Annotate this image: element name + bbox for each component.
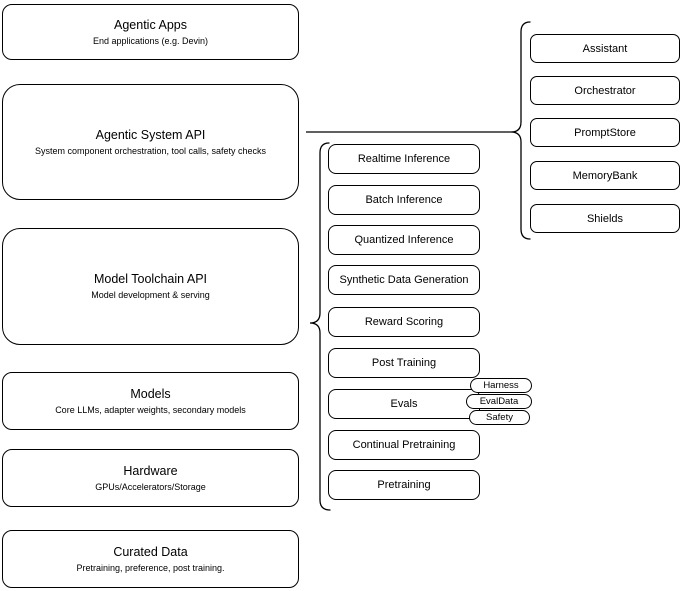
box-subtitle: Pretraining, preference, post training. <box>76 562 225 573</box>
box-models: Models Core LLMs, adapter weights, secon… <box>2 372 299 430</box>
box-realtime-inference: Realtime Inference <box>328 144 480 174</box>
box-shields: Shields <box>530 204 680 233</box>
box-quantized-inference: Quantized Inference <box>328 225 480 255</box>
box-memorybank: MemoryBank <box>530 161 680 190</box>
box-agentic-system-api: Agentic System API System component orch… <box>2 84 299 200</box>
box-subtitle: End applications (e.g. Devin) <box>92 35 209 46</box>
box-promptstore: PromptStore <box>530 118 680 147</box>
box-batch-inference: Batch Inference <box>328 185 480 215</box>
box-continual-pretraining: Continual Pretraining <box>328 430 480 460</box>
pill-safety: Safety <box>469 410 530 425</box>
box-assistant: Assistant <box>530 34 680 63</box>
box-agentic-apps: Agentic Apps End applications (e.g. Devi… <box>2 4 299 60</box>
box-evals: Evals <box>328 389 480 419</box>
box-post-training: Post Training <box>328 348 480 378</box>
box-reward-scoring: Reward Scoring <box>328 307 480 337</box>
pill-evaldata: EvalData <box>466 394 532 409</box>
system-brace <box>510 21 531 240</box>
pill-harness: Harness <box>470 378 532 393</box>
box-subtitle: GPUs/Accelerators/Storage <box>95 481 206 492</box>
box-title: Agentic System API <box>95 127 206 142</box>
box-subtitle: Core LLMs, adapter weights, secondary mo… <box>55 404 246 415</box>
box-synthetic-data-generation: Synthetic Data Generation <box>328 265 480 295</box>
box-title: Agentic Apps <box>114 17 187 32</box>
box-hardware: Hardware GPUs/Accelerators/Storage <box>2 449 299 507</box>
box-title: Hardware <box>123 463 178 478</box>
toolchain-brace <box>309 142 331 511</box>
box-subtitle: System component orchestration, tool cal… <box>34 145 267 156</box>
box-curated-data: Curated Data Pretraining, preference, po… <box>2 530 299 588</box>
box-pretraining: Pretraining <box>328 470 480 500</box>
box-subtitle: Model development & serving <box>91 290 210 300</box>
box-title: Curated Data <box>113 544 188 559</box>
box-model-toolchain-api: Model Toolchain API Model development & … <box>2 228 299 345</box>
box-title: Models <box>130 386 171 401</box>
box-orchestrator: Orchestrator <box>530 76 680 105</box>
box-title: Model Toolchain API <box>93 272 208 286</box>
